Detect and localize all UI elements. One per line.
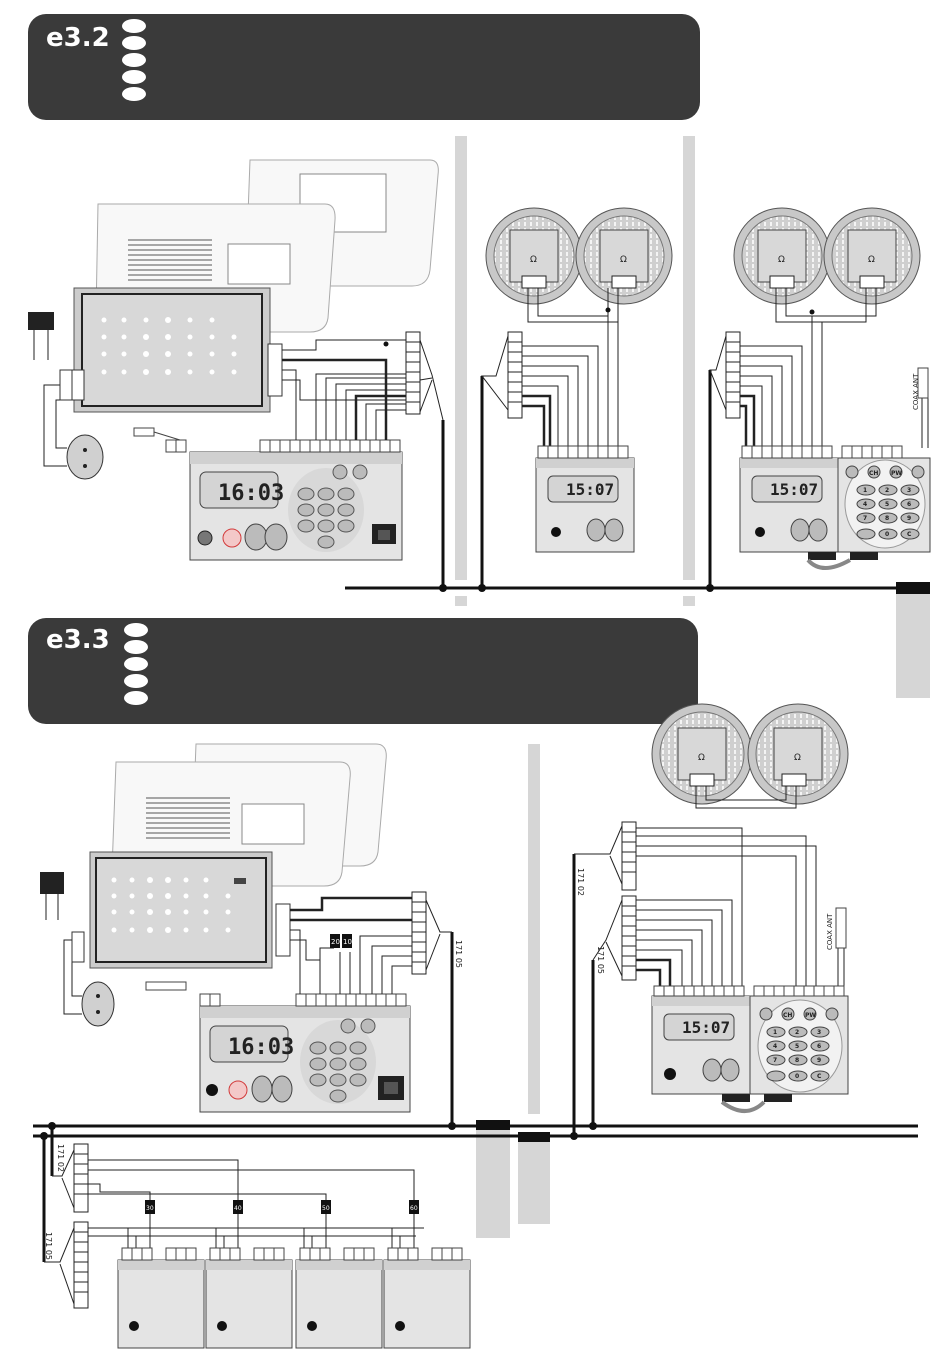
wiring-e32-right xyxy=(710,288,928,448)
handset-unit-mid: 15:07 xyxy=(536,446,634,552)
terminal-10-label: 10 xyxy=(343,938,352,946)
wiring-e32-left xyxy=(282,332,443,440)
cable-label-17102-a: 171 02 xyxy=(576,868,585,896)
key-4: 4 xyxy=(863,501,867,508)
monitor-unit: 16:03 xyxy=(166,440,402,560)
speaker-pair-e32-mid: Ω Ω xyxy=(486,208,672,304)
speaker-pair-e33: Ω Ω xyxy=(652,704,848,804)
cable-probe-e33 xyxy=(146,982,186,990)
section-header-e33: e3.3 xyxy=(28,618,698,724)
wiring-e33-left xyxy=(290,892,452,994)
speaker-pair-e32-right: Ω Ω xyxy=(734,208,920,304)
key-5: 5 xyxy=(885,501,889,508)
svg-text:Ω: Ω xyxy=(530,255,537,265)
coax-ant-label-e33: COAX ANT xyxy=(826,913,834,950)
key-6: 6 xyxy=(907,501,911,508)
cable-label-17105-c: 171 05 xyxy=(44,1232,53,1260)
key-5-e33: 5 xyxy=(795,1043,799,1050)
key-2-e33: 2 xyxy=(795,1029,799,1036)
key-c-e33: C xyxy=(817,1073,822,1080)
key-1-e33: 1 xyxy=(773,1029,777,1036)
power-switch xyxy=(28,312,54,360)
cable-label-17105-b: 171 05 xyxy=(596,946,605,974)
svg-text:Ω: Ω xyxy=(868,255,875,265)
key-7-e33: 7 xyxy=(773,1057,777,1064)
outdoor-panel xyxy=(74,288,270,412)
section-header-e32: e3.2 xyxy=(28,14,700,120)
section-code-e32: e3.2 xyxy=(46,23,110,53)
coax-ant-label: COAX ANT xyxy=(912,373,920,410)
junction xyxy=(384,342,389,347)
wiring-e32-mid xyxy=(482,288,618,448)
monitor-unit-e33: 16:03 xyxy=(200,994,410,1112)
key-3-e33: 3 xyxy=(817,1029,821,1036)
outdoor-panel-e33 xyxy=(90,852,272,968)
monitor-clock-e33: 16:03 xyxy=(228,1035,294,1060)
key-pw-e33: PW xyxy=(805,1012,816,1019)
coax-plug-e33 xyxy=(836,908,846,948)
section-code-e33: e3.3 xyxy=(46,625,110,655)
key-0-e33: 0 xyxy=(795,1073,799,1080)
key-7: 7 xyxy=(863,515,867,522)
handset-clock-e33: 15:07 xyxy=(682,1018,730,1037)
node-40-label: 40 xyxy=(234,1205,242,1212)
node-60-label: 60 xyxy=(410,1205,418,1212)
svg-text:Ω: Ω xyxy=(620,255,627,265)
key-9: 9 xyxy=(907,515,911,522)
handset-unit-e33: 15:07 xyxy=(652,986,750,1102)
key-3: 3 xyxy=(907,487,911,494)
junction xyxy=(810,310,815,315)
key-6-e33: 6 xyxy=(817,1043,821,1050)
svg-text:Ω: Ω xyxy=(778,255,785,265)
monitor-clock: 16:03 xyxy=(218,481,284,506)
key-ch: CH xyxy=(869,470,878,477)
cable-label-17102-b: 171 02 xyxy=(56,1144,65,1172)
door-station-2 xyxy=(206,1248,292,1348)
door-station-3 xyxy=(296,1248,382,1348)
door-station-1 xyxy=(118,1248,204,1348)
cable-label-17105-a: 171 05 xyxy=(454,940,463,968)
key-4-e33: 4 xyxy=(773,1043,777,1050)
key-1: 1 xyxy=(863,487,867,494)
cable-probe xyxy=(134,428,180,440)
key-2: 2 xyxy=(885,487,889,494)
junction xyxy=(606,308,611,313)
key-8: 8 xyxy=(885,515,889,522)
key-pw: PW xyxy=(891,470,902,477)
node-30-label: 30 xyxy=(146,1205,154,1212)
node-50-label: 50 xyxy=(322,1205,330,1212)
key-9-e33: 9 xyxy=(817,1057,821,1064)
handset-clock-right: 15:07 xyxy=(770,480,818,499)
key-c: C xyxy=(907,531,912,538)
svg-text:Ω: Ω xyxy=(794,753,801,763)
handset-clock-mid: 15:07 xyxy=(566,480,614,499)
door-station-4 xyxy=(384,1248,470,1348)
terminal-block xyxy=(276,904,290,956)
node-markers xyxy=(145,1200,419,1214)
wiring-e33-right xyxy=(574,786,844,996)
power-switch-e33 xyxy=(40,872,64,920)
key-8-e33: 8 xyxy=(795,1057,799,1064)
svg-text:Ω: Ω xyxy=(698,753,705,763)
key-ch-e33: CH xyxy=(783,1012,792,1019)
handset-unit-right: 15:07 xyxy=(740,446,838,560)
key-0: 0 xyxy=(885,531,889,538)
terminal-20-label: 20 xyxy=(331,938,340,946)
